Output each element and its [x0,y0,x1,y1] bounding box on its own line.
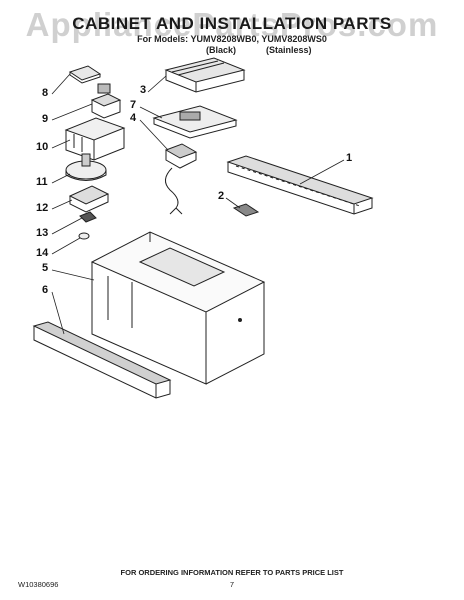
part-6-trim-strip [32,321,172,399]
callout-10: 10 [36,141,49,153]
color-black-label: (Black) [206,45,237,55]
page-number: 7 [229,580,235,589]
callout-14: 14 [36,247,49,259]
part-4-thermal-cutout [164,143,198,215]
watermark: AppliancePartsPros.com [25,6,439,43]
callout-2: 2 [218,190,225,202]
part-1-mounting-rail [226,155,374,215]
part-5-cabinet [90,231,266,385]
callout-5: 5 [42,262,49,274]
part-13-clip [79,211,97,223]
callout-3: 3 [140,84,147,96]
part-2-small-bracket [232,203,260,217]
part-12-motor-bracket [68,185,110,213]
part-3-vent-grille [164,57,246,93]
ordering-info: FOR ORDERING INFORMATION REFER TO PARTS … [120,568,344,577]
doc-number: W10380696 [18,580,59,589]
part-7-damper [152,105,238,139]
part-8-pad [68,65,102,84]
page-title: CABINET AND INSTALLATION PARTS [72,14,392,33]
part-14-cap [78,232,90,240]
callout-7: 7 [130,99,137,111]
callout-6: 6 [42,284,49,296]
callout-1: 1 [346,152,353,164]
models-line: For Models: YUMV8208WB0, YUMV8208WS0 [137,34,327,44]
callout-12: 12 [36,202,49,214]
part-10-housing [64,117,126,161]
callout-11: 11 [36,176,48,188]
callout-9: 9 [42,113,49,125]
callout-4: 4 [130,112,137,124]
part-11-fan [65,153,107,181]
callout-13: 13 [36,227,49,239]
part-9-bracket [90,83,122,119]
leader-lines [51,73,345,335]
callout-8: 8 [42,87,49,99]
color-stainless-label: (Stainless) [266,45,312,55]
